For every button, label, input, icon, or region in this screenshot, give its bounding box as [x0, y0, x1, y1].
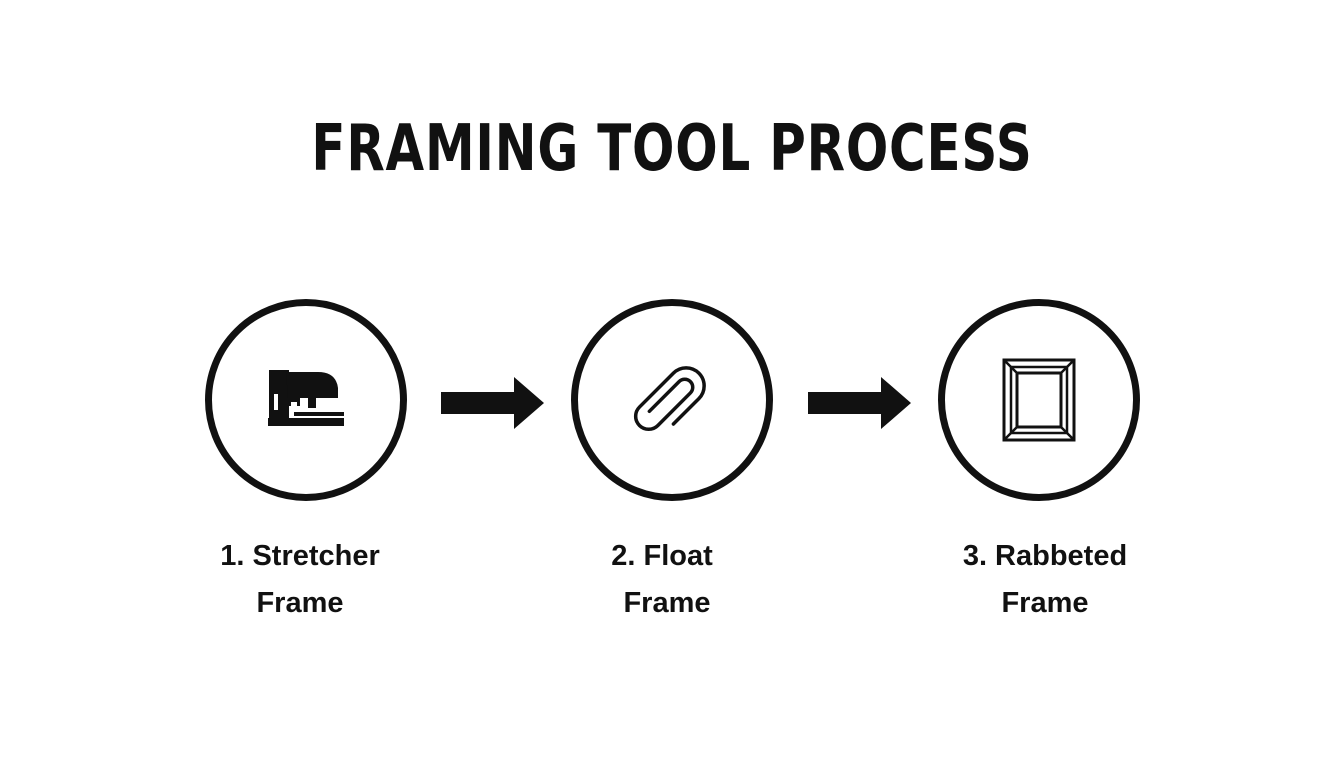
- step-3-circle: [938, 299, 1140, 501]
- step-3-label-line1: 3. Rabbeted: [962, 540, 1128, 572]
- step-2-label-line1: 2. Float: [611, 540, 713, 572]
- step-1-label-line2: Frame: [256, 587, 344, 619]
- step-3-label: 3. Rabbeted Frame: [915, 533, 1175, 627]
- step-2-circle: [571, 299, 773, 501]
- diagram-title: FRAMING TOOL PROCESS: [311, 112, 1033, 186]
- picture-frame-icon: [1002, 358, 1076, 442]
- staple-gun-icon: [268, 370, 344, 426]
- paperclip-icon: [633, 366, 706, 431]
- arrow-right-icon: [808, 377, 911, 429]
- step-1-label: 1. Stretcher Frame: [170, 533, 430, 627]
- step-1-label-line1: 1. Stretcher: [220, 540, 380, 572]
- step-1-circle: [205, 299, 407, 501]
- step-3-label-line2: Frame: [1001, 587, 1089, 619]
- step-2-label-line2: Frame: [623, 587, 711, 619]
- arrow-right-icon: [441, 377, 544, 429]
- step-2-label: 2. Float Frame: [537, 533, 797, 627]
